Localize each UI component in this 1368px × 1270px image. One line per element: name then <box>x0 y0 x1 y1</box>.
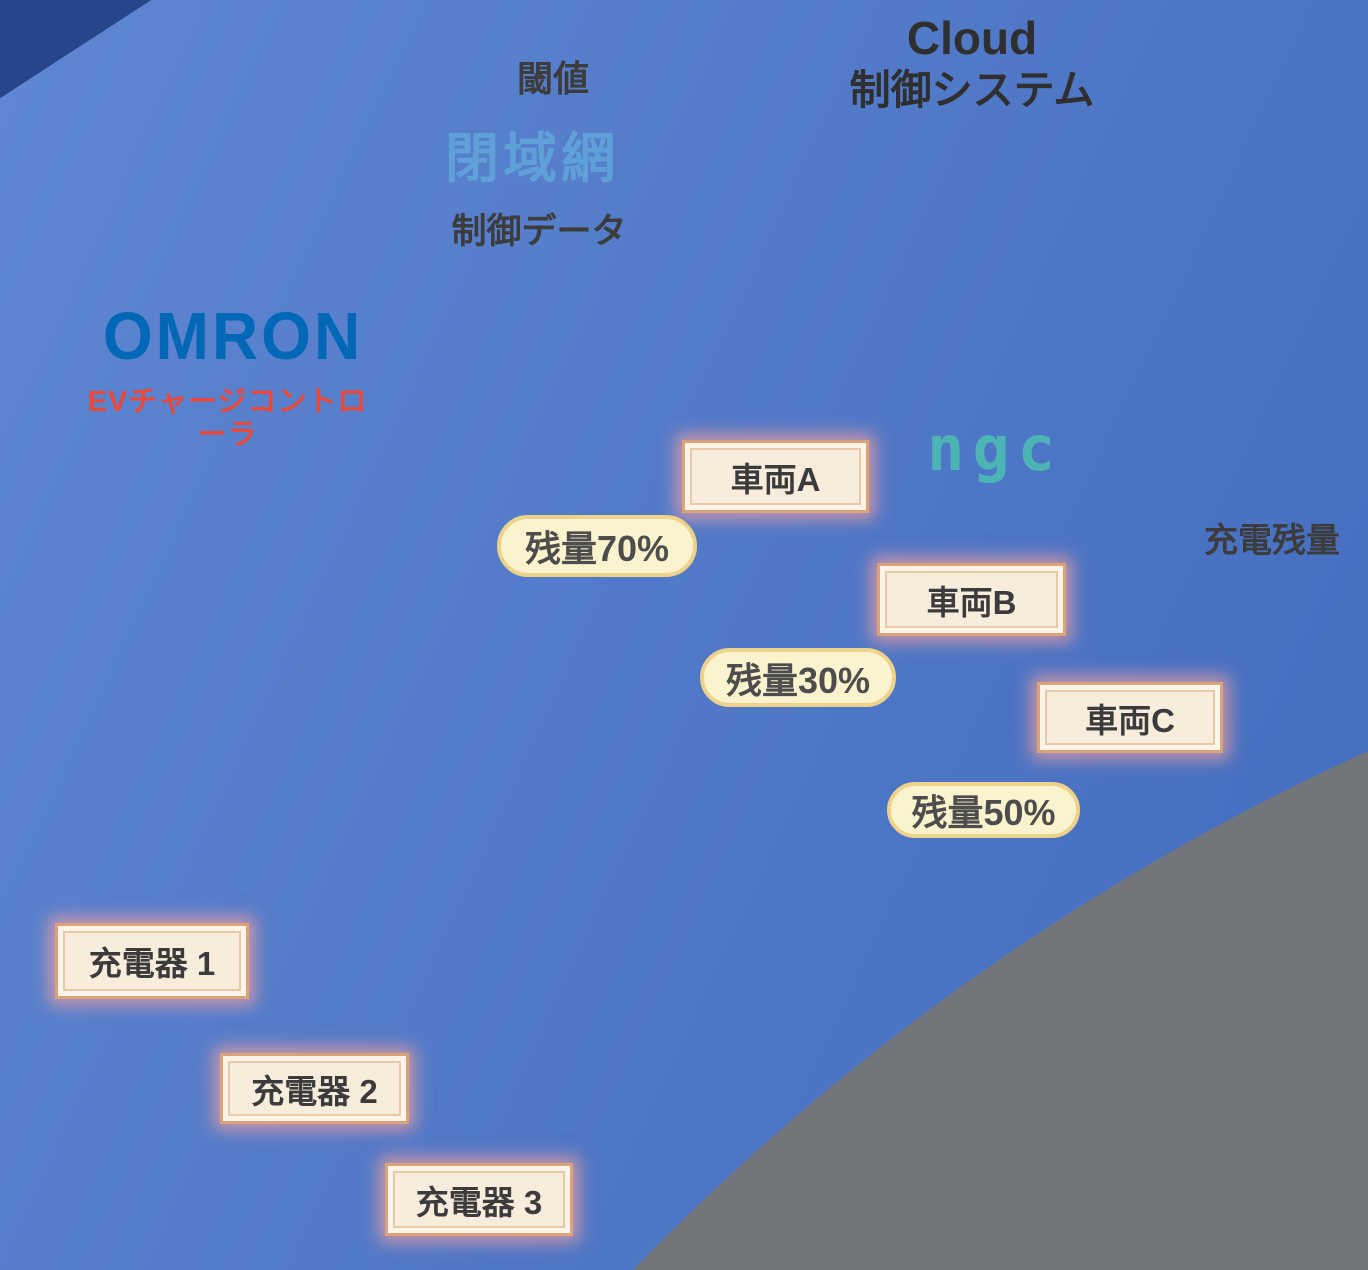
vehicle-c-label: 車両C <box>1037 682 1223 753</box>
battery-70-badge: 残量70% <box>497 515 697 577</box>
threshold-label: 閾値 <box>516 58 589 99</box>
battery-30-badge: 残量30% <box>700 648 896 707</box>
battery-50-badge: 残量50% <box>887 782 1080 838</box>
charger-1-label: 充電器 1 <box>55 923 249 999</box>
vehicle-b-label: 車両B <box>877 563 1066 636</box>
cloud-title: Cloud 制御システム <box>822 12 1122 114</box>
ev-charge-controller-label: EVチャージコントローラ <box>87 386 368 452</box>
charge-remaining-label: 充電残量 <box>1204 522 1340 560</box>
charger-3-label: 充電器 3 <box>385 1163 573 1236</box>
closed-network-label: 閉域網 <box>445 129 619 189</box>
charger-2-label: 充電器 2 <box>220 1053 409 1124</box>
ngc-logo-text: ngc <box>927 412 1063 485</box>
cloud-title-line2: 制御システム <box>849 66 1095 113</box>
cloud-title-line1: Cloud <box>906 12 1038 64</box>
omron-logo: OMRON <box>102 298 364 374</box>
control-data-label: 制御データ <box>451 212 627 251</box>
vehicle-a-label: 車両A <box>682 440 869 513</box>
